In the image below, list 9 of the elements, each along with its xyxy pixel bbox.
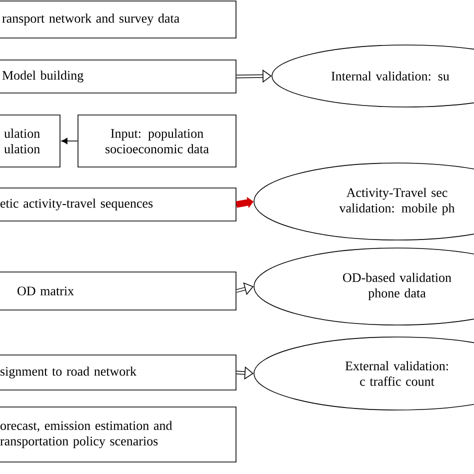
process-box: signment to road network: [0, 354, 236, 390]
arrow: [61, 138, 78, 144]
input-box: Input: population socioeconomic data: [78, 114, 236, 168]
process-box: ransport network and survey data: [0, 0, 236, 38]
process-box: Model building: [0, 60, 236, 94]
process-box: etic activity-travel sequences: [0, 188, 236, 222]
process-box: orecast, emission estimation and ransportation policy scenarios: [0, 406, 236, 462]
process-box: OD matrix: [0, 272, 236, 310]
process-box: ulation ulation: [0, 114, 60, 168]
